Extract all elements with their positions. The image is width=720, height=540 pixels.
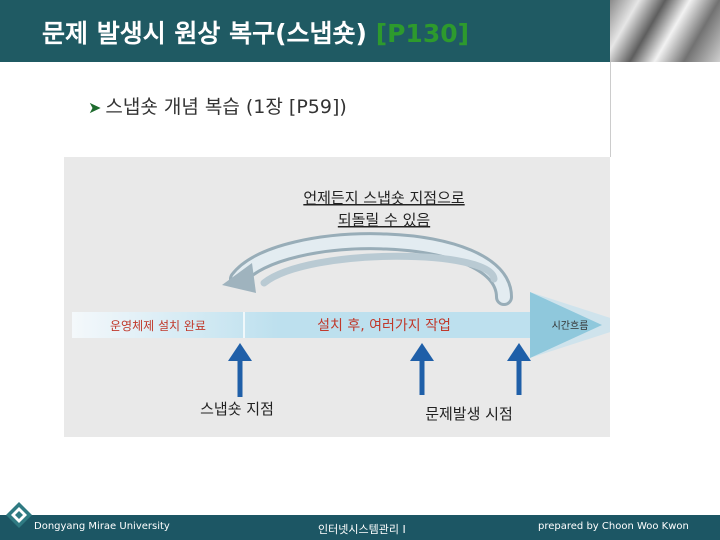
work-pointer-arrow-icon — [410, 343, 434, 395]
diagram-canvas: 운영체제 설치 완료 설치 후, 여러가지 작업 시간흐름 언제든지 스냅숏 지… — [72, 189, 610, 423]
decorative-band — [610, 62, 720, 157]
snapshot-point-label: 스냅숏 지점 — [200, 400, 274, 418]
bar-left-label: 운영체제 설치 완료 — [110, 319, 206, 333]
timeline-bar — [72, 312, 530, 338]
snapshot-diagram: 운영체제 설치 완료 설치 후, 여러가지 작업 시간흐름 언제든지 스냅숏 지… — [64, 157, 610, 437]
title-bar: 문제 발생시 원상 복구(스냅숏) [P130] — [0, 0, 720, 62]
return-arrow-icon — [222, 232, 513, 306]
rollback-note-line1: 언제든지 스냅숏 지점으로 — [303, 189, 465, 207]
bullet-arrow-icon: ➤ — [88, 98, 102, 117]
bullet-item: ➤스냅숏 개념 복습 (1장 [P59]) — [88, 92, 347, 119]
time-flow-arrow-icon — [530, 292, 602, 358]
slide-title-text: 문제 발생시 원상 복구(스냅숏) — [42, 19, 367, 48]
decorative-image — [610, 0, 720, 62]
logo-icon — [6, 502, 32, 528]
page-reference: [P130] — [375, 19, 470, 48]
snapshot-pointer-arrow-icon — [228, 343, 252, 397]
footer-bar: Dongyang Mirae University 인터넷시스템관리 I pre… — [0, 515, 720, 540]
footer-university: Dongyang Mirae University — [34, 521, 170, 532]
footer-course: 인터넷시스템관리 I — [318, 523, 406, 536]
problem-pointer-arrow-icon — [507, 343, 531, 395]
footer-author: prepared by Choon Woo Kwon — [538, 521, 689, 532]
bullet-text: 스냅숏 개념 복습 (1장 [P59]) — [105, 96, 347, 118]
problem-point-label: 문제발생 시점 — [425, 405, 513, 423]
bar-middle-label: 설치 후, 여러가지 작업 — [317, 318, 451, 334]
slide-title: 문제 발생시 원상 복구(스냅숏) [P130] — [42, 14, 469, 50]
rollback-note-line2: 되돌릴 수 있음 — [338, 211, 430, 229]
time-flow-label: 시간흐름 — [552, 320, 589, 332]
